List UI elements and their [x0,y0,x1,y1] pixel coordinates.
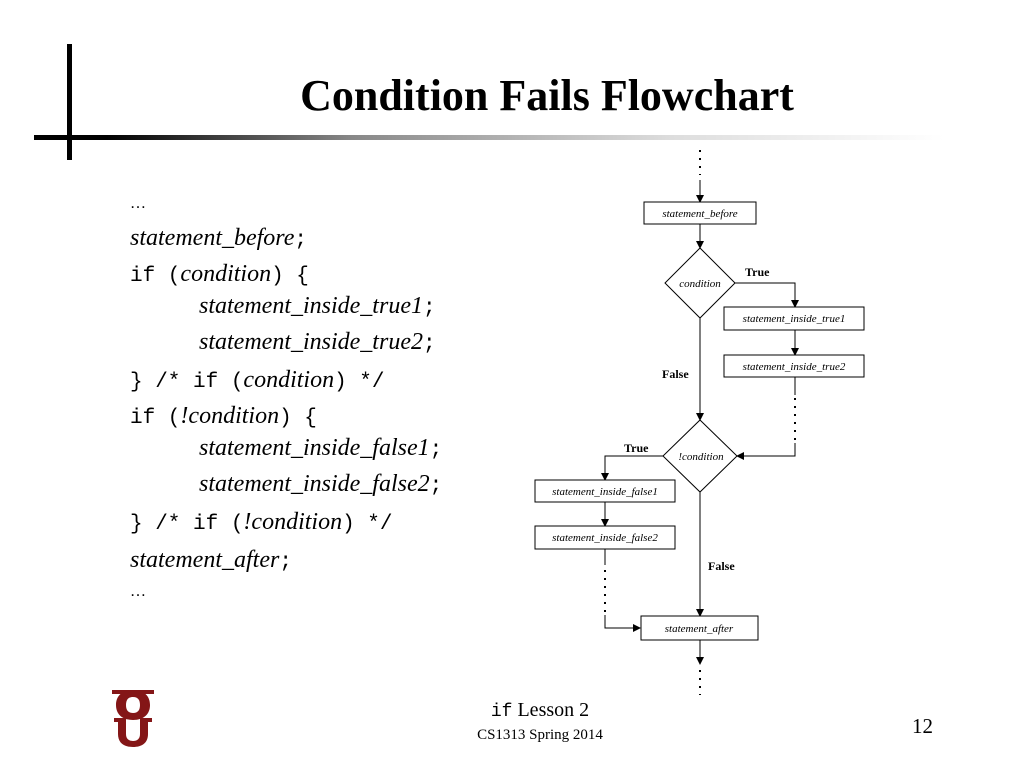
flow-text-after: statement_after [665,623,734,635]
flow-text-true1: statement_inside_true1 [743,313,846,325]
flow-text-decision1: condition [679,278,721,290]
code-statement-false2: statement_inside_false2 [199,471,430,497]
code-line-after: statement_after; [130,546,292,577]
slide-title: Condition Fails Flowchart [300,71,794,120]
flow-text-before: statement_before [662,208,737,220]
code-statement-true1: statement_inside_true1 [199,293,423,319]
code-line-true2: statement_inside_true2; [199,328,436,359]
flow-box-false2 [534,525,676,550]
code-statement-before: statement_before [130,225,295,251]
code-open-brace: ) { [279,407,317,430]
code-semicolon: ; [422,297,436,320]
code-semicolon: ; [429,439,443,462]
code-if-keyword: if ( [130,265,181,288]
flow-box-after [640,615,759,641]
code-line-close-if: } /* if (condition) */ [130,366,385,397]
slide-footer: if Lesson 2 CS1313 Spring 2014 [400,698,680,746]
flow-text-false1: statement_inside_false1 [552,486,658,498]
code-if-keyword: if ( [130,407,181,430]
flow-box-false1 [534,479,676,503]
code-line-if-not: if (!condition) { [130,402,317,433]
footer-lesson: if Lesson 2 [400,698,680,724]
flow-arrow-true-merge [736,443,796,460]
code-statement-false1: statement_inside_false1 [199,435,430,461]
code-condition: condition [243,367,335,393]
footer-keyword: if [490,702,513,722]
code-close-comment-start: } /* if ( [130,513,244,536]
code-condition: condition [251,509,343,535]
flow-text-true2: statement_inside_true2 [743,361,846,373]
code-statement-true2: statement_inside_true2 [199,329,423,355]
flow-arrow-false-merge [604,615,641,632]
flow-text-decision2: !condition [678,451,724,463]
code-close-comment-end: ) */ [334,371,385,394]
flow-text-false2: statement_inside_false2 [552,532,658,544]
code-line-false1: statement_inside_false1; [199,434,442,465]
code-close-comment-start: } /* if ( [130,371,244,394]
flow-label-false-2: False [708,559,735,573]
code-semicolon: ; [422,333,436,356]
code-close-comment-end: ) */ [342,513,393,536]
code-semicolon: ; [429,475,443,498]
code-statement-after: statement_after [130,547,280,573]
page-number: 12 [912,714,933,738]
flow-box-true1 [723,306,865,331]
code-line-if: if (condition) { [130,260,309,291]
footer-lesson-text: Lesson 2 [512,699,590,721]
flow-label-false-1: False [662,367,689,381]
code-line-before: statement_before; [130,224,307,255]
code-open-brace: ) { [271,265,309,288]
title-rule-horizontal [34,135,944,140]
title-rule-vertical [67,44,72,160]
code-semicolon: ; [294,229,308,252]
flow-box-before [643,201,757,225]
code-line-close-if-not: } /* if (!condition) */ [130,508,393,539]
code-semicolon: ; [279,551,292,574]
flow-decision1 [664,247,736,319]
code-not-operator: ! [243,509,252,535]
code-condition: condition [180,261,272,287]
flow-arrow-true-branch-2 [601,455,665,481]
flow-box-true2 [723,354,865,378]
flow-label-true-1: True [745,265,770,279]
code-line-false2: statement_inside_false2; [199,470,442,501]
flow-label-true-2: True [624,441,649,455]
footer-course: CS1313 Spring 2014 [477,727,603,743]
code-ellipsis-bottom: … [130,583,146,600]
code-condition: condition [188,403,280,429]
code-ellipsis-top: … [130,195,146,212]
flow-arrow-true-branch [735,282,799,308]
ou-logo [112,690,154,747]
code-not-operator: ! [180,403,189,429]
flow-decision2 [662,419,738,493]
code-line-true1: statement_inside_true1; [199,292,436,323]
